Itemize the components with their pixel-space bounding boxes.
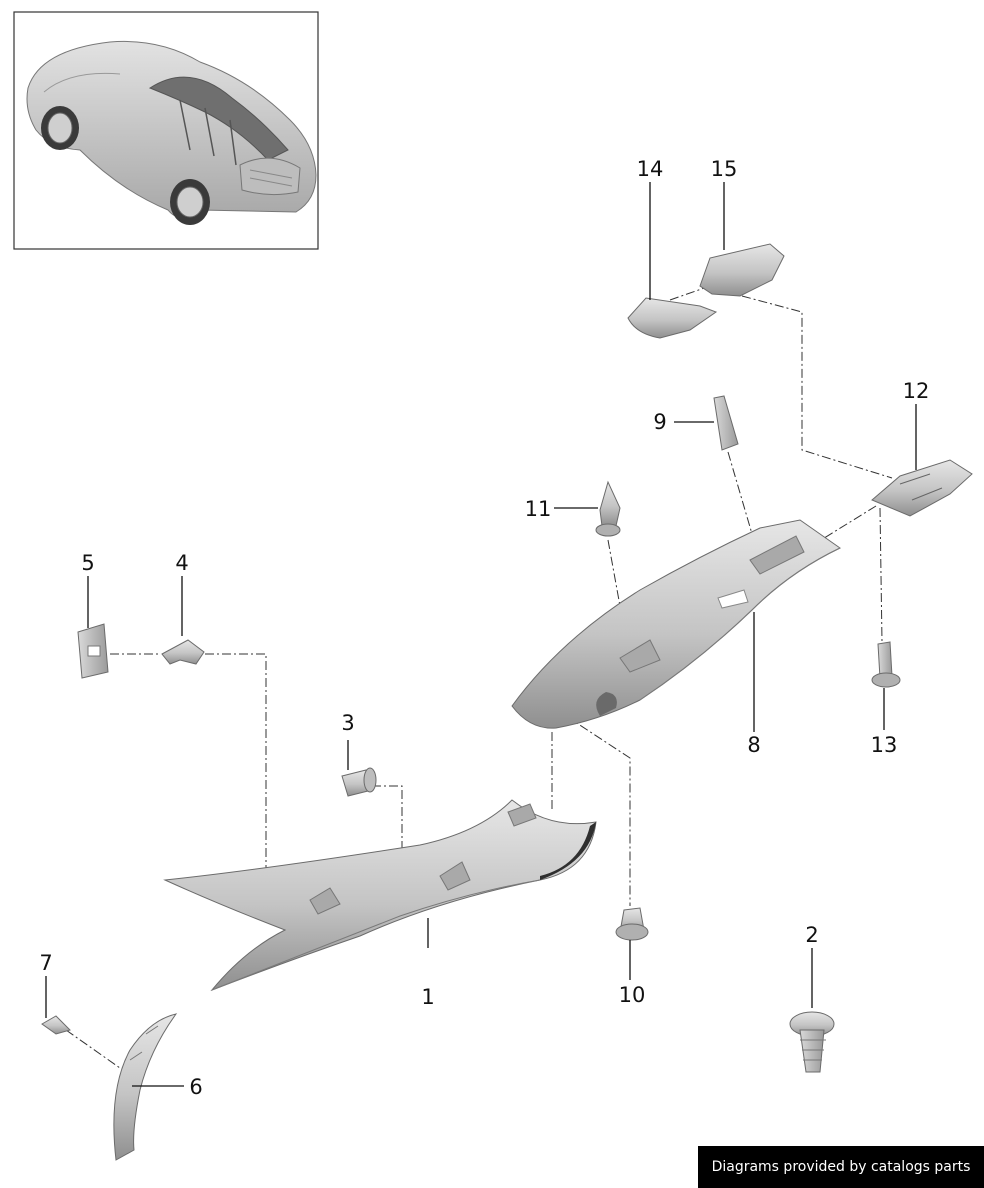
assembly-lines	[65, 285, 893, 1069]
part-2-clip	[789, 1011, 835, 1073]
callout-labels: 1 2 3 4 5 6 7 8 9 10 11 12 13 14 15	[39, 157, 929, 1099]
part-9-pin	[713, 395, 739, 451]
part-6-seal-strip	[113, 1013, 178, 1161]
part-13-bolt	[871, 641, 901, 688]
part-3-plug	[341, 767, 377, 797]
part-11-rivet	[595, 480, 621, 537]
callout-2: 2	[805, 923, 818, 947]
part-12-bracket	[871, 459, 973, 517]
callout-8: 8	[747, 733, 760, 757]
part-5-pad	[77, 623, 109, 679]
part-7-screw	[41, 1015, 71, 1035]
convertible-car-illustration	[26, 40, 317, 225]
callout-13: 13	[871, 733, 898, 757]
callout-14: 14	[637, 157, 664, 181]
callout-4: 4	[175, 551, 188, 575]
callout-7: 7	[39, 951, 52, 975]
part-8-upper-pillar-trim	[511, 519, 841, 729]
part-15-cover	[699, 243, 785, 297]
vehicle-thumbnail	[13, 11, 319, 250]
diagram-credit: Diagrams provided by catalogs parts	[698, 1146, 984, 1188]
callout-5: 5	[81, 551, 94, 575]
callout-1: 1	[421, 985, 434, 1009]
part-14-cover	[627, 297, 718, 339]
callout-6: 6	[189, 1075, 202, 1099]
part-4-spring-clip	[161, 639, 205, 665]
callout-10: 10	[619, 983, 646, 1007]
callout-15: 15	[711, 157, 738, 181]
callout-9: 9	[653, 410, 666, 434]
callout-3: 3	[341, 711, 354, 735]
part-10-grommet	[615, 907, 649, 941]
leader-lines	[45, 182, 917, 1087]
callout-11: 11	[525, 497, 552, 521]
callout-12: 12	[903, 379, 930, 403]
part-1-pillar-trim	[163, 799, 597, 992]
